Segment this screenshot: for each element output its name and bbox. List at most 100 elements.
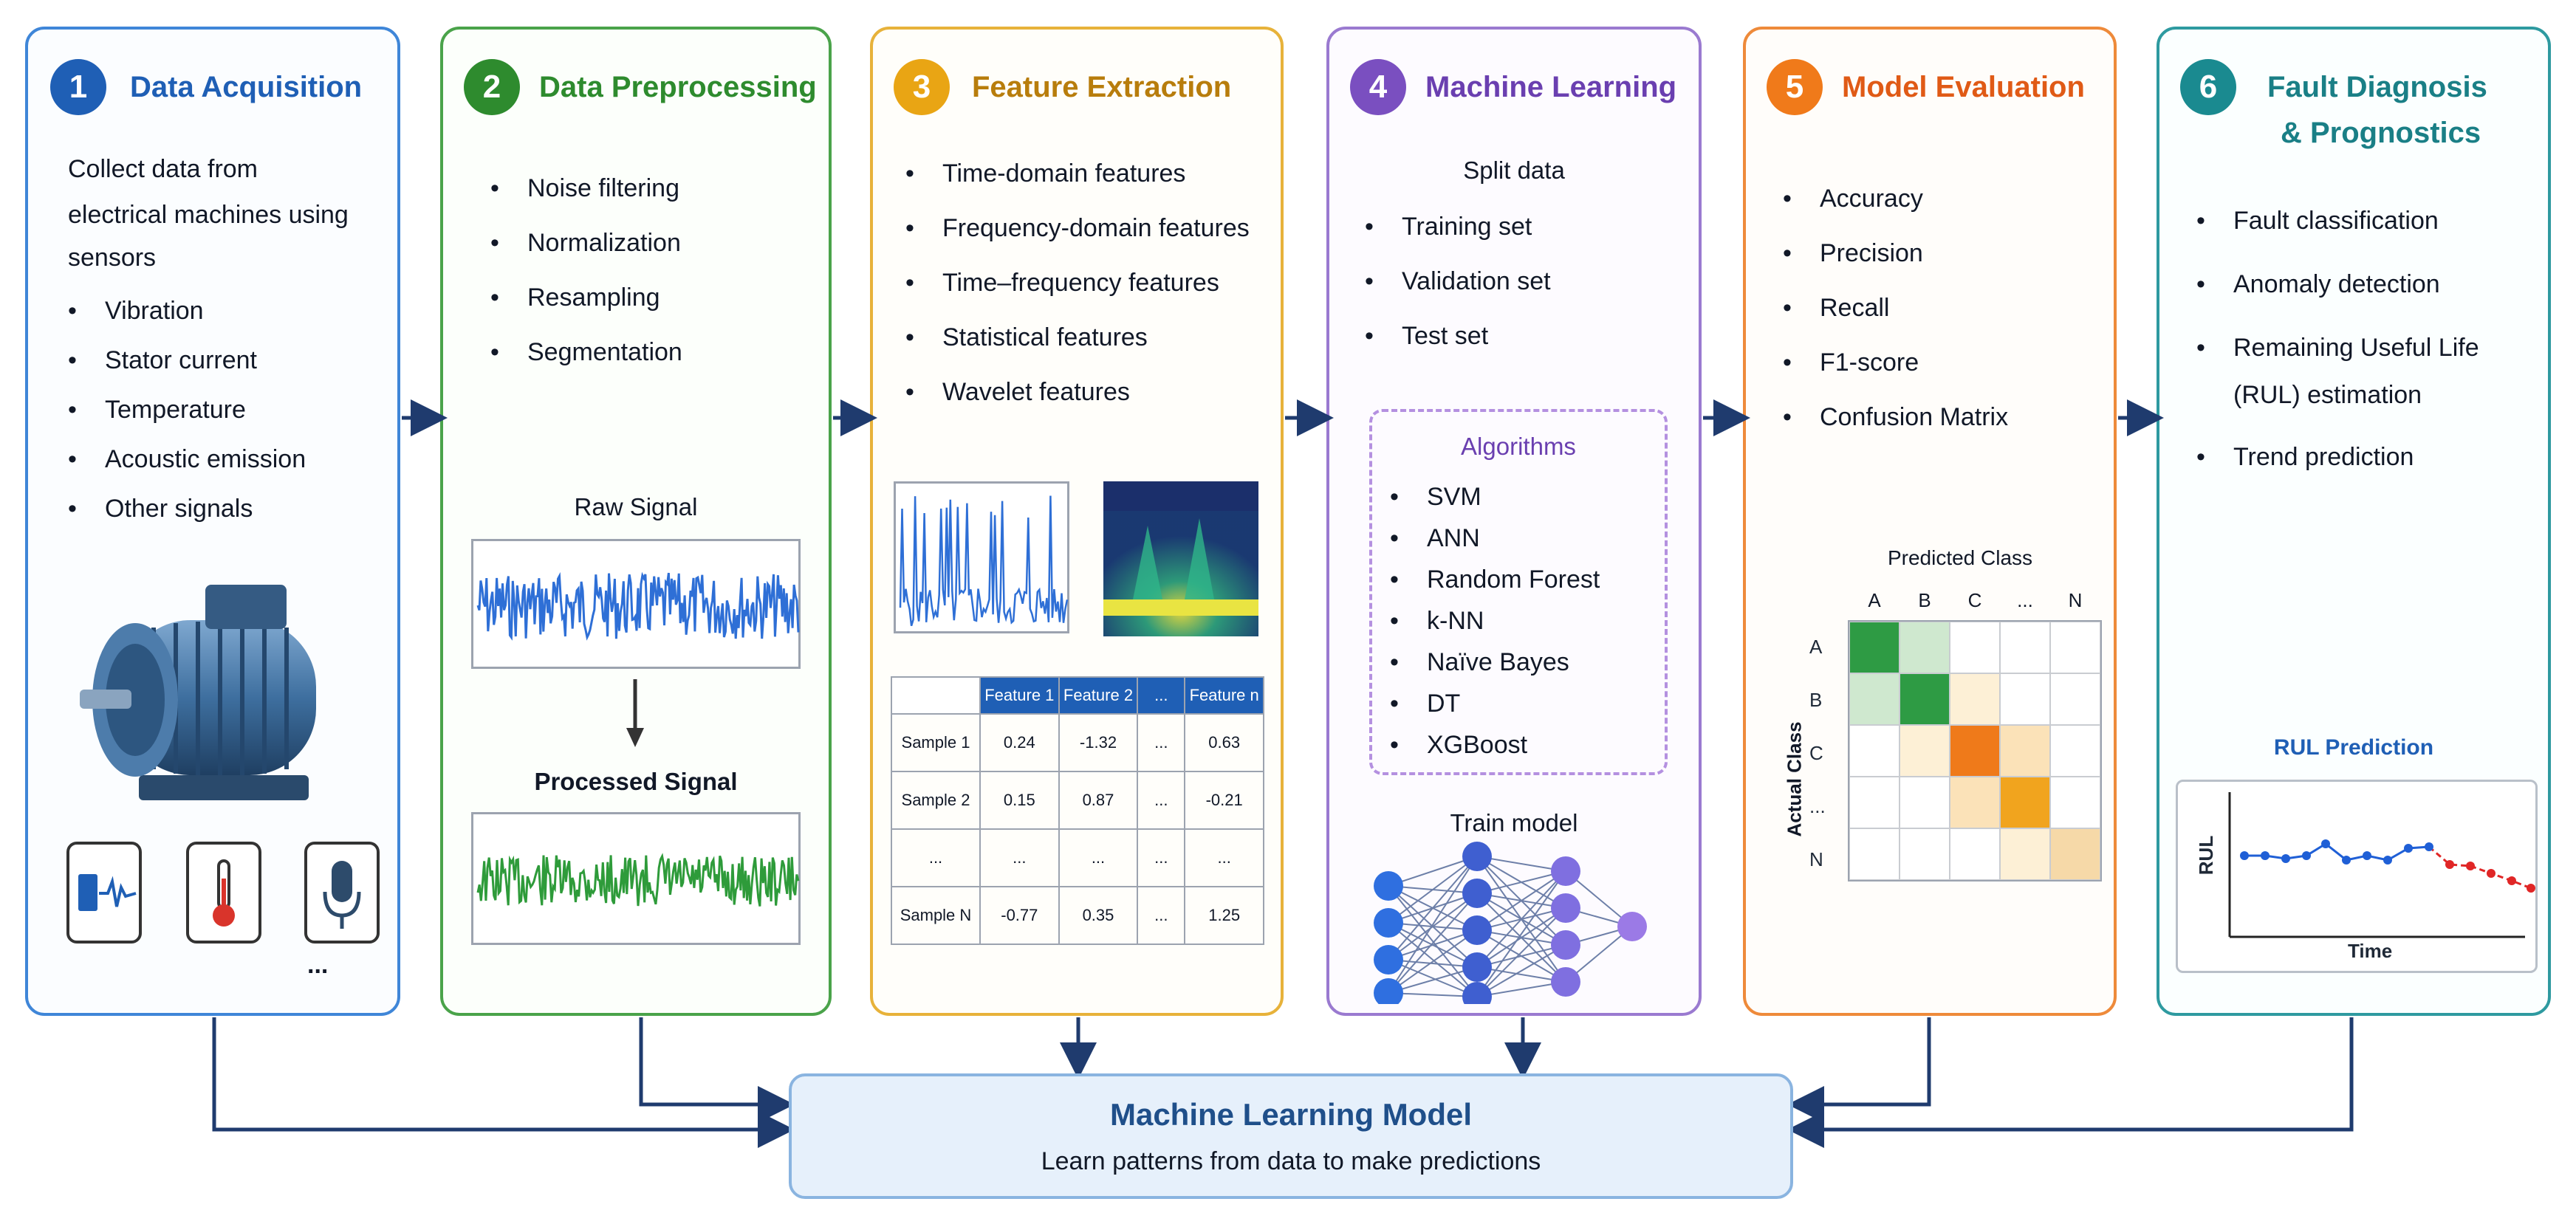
list-item: Random Forest [1390,566,1600,607]
nn-connection [1388,966,1478,994]
nn-connection [1476,981,1566,997]
cm-cell [1950,673,2000,725]
raw-signal-label: Raw Signal [574,493,698,520]
processed-signal-plot [471,812,801,945]
nn-node [1462,915,1492,945]
nn-connection [1476,944,1566,997]
actual-class-label: Actual Class [1783,721,1806,837]
cm-cell [2000,777,2050,828]
list-item: Recall [1783,294,2008,348]
intro-line-3: sensors [68,244,157,272]
nn-node [1551,856,1580,886]
nn-node [1374,908,1403,938]
rul-chart: RUL Time [2176,780,2538,973]
nn-connection [1388,856,1478,994]
table-cell: ... [1137,886,1186,945]
cm-cell [2050,725,2100,777]
nn-connection [1388,959,1478,997]
list-item: F1-score [1783,348,2008,403]
cm-cell [1849,725,1900,777]
cm-cell [1849,777,1900,828]
panel-title-line-2: & Prognostics [2281,117,2481,149]
nn-connection [1476,966,1566,983]
list-item: Frequency-domain features [905,214,1250,269]
machine-learning-model-box: Machine Learning Model Learn patterns fr… [789,1073,1793,1199]
list-item: Naïve Bayes [1390,648,1600,690]
panel-machine-learning: 4 Machine Learning Split data Training s… [1326,27,1702,1016]
nn-connection [1476,907,1566,997]
rul-point [2425,842,2433,851]
list-item: Accuracy [1783,185,2008,239]
rul-predicted-point [2466,862,2475,870]
nn-connection [1388,929,1478,960]
nn-node [1462,879,1492,908]
list-item: Time-domain features [905,159,1250,214]
feature-table: Feature 1 Feature 2 ... Feature n Sample… [891,676,1264,945]
table-row: Sample 1 0.24 -1.32 ... 0.63 [891,713,1264,772]
split-data-label: Split data [1463,157,1565,184]
nn-connection [1476,944,1566,968]
panel-title: Data Preprocessing [539,71,817,103]
rul-point [2404,844,2413,853]
nn-node [1551,967,1580,997]
cm-cell [2000,622,2050,673]
sensor-list: Vibration Stator current Temperature Aco… [68,297,306,544]
cm-cell [2050,777,2100,828]
cm-cell [2050,622,2100,673]
table-cell: -1.32 [1058,713,1139,772]
more-sensors-ellipsis: ... [307,951,329,979]
cm-col-label: ... [2017,589,2033,611]
list-item: ANN [1390,524,1600,566]
table-cell: ... [891,828,981,887]
cm-cell [1900,828,1950,880]
panel-title: Data Acquisition [130,71,363,103]
rul-point [2342,856,2351,865]
nn-connection [1388,992,1478,997]
panel-feature-extraction: 3 Feature Extraction Time-domain feature… [870,27,1284,1016]
list-item: Statistical features [905,323,1250,378]
algorithms-box: Algorithms SVM ANN Random Forest k-NN Na… [1369,409,1668,775]
cm-row-label: C [1809,742,1823,764]
nn-node [1374,978,1403,1004]
nn-connection [1476,870,1566,894]
list-item: Fault classification [2196,207,2479,270]
table-cell: 0.87 [1058,771,1139,830]
vibration-sensor-icon [66,842,142,944]
rul-point [2240,851,2249,860]
nn-node [1374,945,1403,975]
table-cell: 1.25 [1184,886,1264,945]
intro-line-2: electrical machines using [68,201,349,229]
list-item-continuation: (RUL) estimation [2233,381,2422,409]
list-item: Precision [1783,239,2008,294]
cm-col-label: C [1967,589,1982,611]
nn-connection [1388,856,1478,924]
rul-prediction-title: RUL Prediction [2273,735,2434,760]
list-item: Time–frequency features [905,269,1250,323]
table-cell: Sample N [891,886,981,945]
step-badge-1: 1 [50,59,106,115]
intro-line-1: Collect data from [68,155,258,183]
table-cell: ... [1137,828,1186,887]
cm-cell [1849,622,1900,673]
preprocessing-list: Noise filtering Normalization Resampling… [490,174,682,393]
list-item: Temperature [68,396,306,445]
microphone-icon [304,842,380,944]
down-arrow-icon [626,679,644,747]
table-cell: ... [1058,828,1139,887]
algorithms-title: Algorithms [1461,433,1576,460]
nn-node [1617,912,1647,941]
step-badge-4: 4 [1350,59,1406,115]
cm-col-label: B [1918,589,1931,611]
nn-node [1551,893,1580,923]
cm-column-labels: A B C ... N [1849,589,2100,612]
raw-signal-plot [471,539,801,669]
cm-cell [2050,828,2100,880]
step-badge-6: 6 [2180,59,2236,115]
rul-point [2321,839,2330,848]
nn-node [1374,871,1403,901]
panel-title: Machine Learning [1425,71,1677,103]
step-badge-3: 3 [894,59,950,115]
rul-y-axis-label: RUL [2195,835,2218,876]
table-cell: Sample 2 [891,771,981,830]
nn-connection [1476,870,1566,931]
